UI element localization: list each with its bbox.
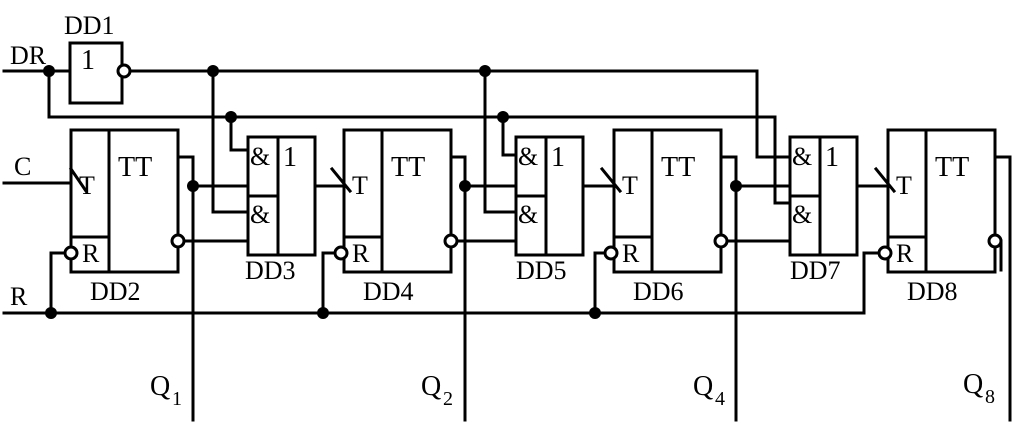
dd2-type: TT — [118, 152, 152, 183]
svg-text:Q: Q — [693, 371, 713, 402]
junction-dot — [497, 111, 509, 123]
svg-text:1: 1 — [172, 388, 182, 410]
bus-to-dd5-and1 — [501, 115, 518, 157]
dr-input-label: DR — [10, 41, 47, 70]
junction-dot — [479, 65, 491, 77]
dd4-r: R — [352, 239, 370, 268]
dd4-label: DD4 — [363, 277, 414, 306]
junction-dot — [187, 180, 199, 192]
q2-line — [449, 155, 467, 422]
dd8-clock-edge — [873, 166, 897, 194]
dd7-or: 1 — [825, 142, 839, 173]
dd4-clock-edge — [329, 166, 353, 194]
dd1-output-bus — [129, 69, 792, 159]
flipflop-dd8: T R TT DD8 — [873, 128, 1003, 306]
output-q2-label: Q 2 — [421, 371, 453, 410]
bus-to-dd5-and2 — [483, 69, 518, 214]
r-input-label: R — [10, 282, 28, 311]
dd1-symbol: 1 — [81, 45, 95, 76]
dd6-type: TT — [661, 152, 695, 183]
dd8-t: T — [896, 171, 912, 200]
dd4-nq-bubble — [443, 233, 459, 249]
gate-dd3: & & 1 DD3 — [245, 135, 317, 285]
dd2-t: T — [79, 171, 95, 200]
dd2-r: R — [82, 239, 100, 268]
dd1-label: DD1 — [64, 11, 115, 40]
dd6-reset-bubble — [603, 245, 619, 261]
svg-text:4: 4 — [715, 388, 725, 410]
dd5-and1: & — [518, 142, 538, 171]
dd8-reset-bubble — [877, 245, 893, 261]
wires — [2, 69, 1012, 422]
dd5-and2: & — [518, 200, 538, 229]
dd8-nq-bubble — [987, 233, 1003, 249]
dd6-label: DD6 — [633, 277, 684, 306]
flipflop-dd4: T R TT DD4 — [329, 128, 459, 306]
dd3-label: DD3 — [245, 256, 296, 285]
dd3-and2: & — [250, 200, 270, 229]
dd2-clock-edge — [68, 166, 89, 194]
dd6-nq-bubble — [713, 233, 729, 249]
dr-bus — [47, 69, 792, 205]
gate-dd7: & & 1 DD7 — [788, 135, 859, 285]
flipflop-dd6: T R TT DD6 — [599, 128, 729, 306]
dd4-type: TT — [391, 152, 425, 183]
q1-line — [176, 155, 195, 422]
dd8-type: TT — [935, 152, 969, 183]
junctions — [43, 65, 742, 319]
output-q8-label: Q 8 — [963, 369, 995, 408]
dd6-clock-edge — [599, 166, 623, 194]
gate-dd5: & & 1 DD5 — [514, 135, 585, 285]
dd2-reset-bubble — [63, 245, 79, 261]
dd7-label: DD7 — [790, 256, 841, 285]
dd8-label: DD8 — [907, 277, 958, 306]
dd3-or: 1 — [283, 142, 297, 173]
svg-text:Q: Q — [150, 371, 170, 402]
reset-dd6 — [593, 251, 607, 315]
dd4-t: T — [352, 171, 368, 200]
junction-dot — [45, 307, 57, 319]
q4-line — [719, 155, 738, 422]
reset-dd2 — [49, 251, 65, 315]
gate-dd1: 1 DD1 — [64, 11, 132, 105]
dd6-r: R — [622, 239, 640, 268]
dd5-label: DD5 — [516, 256, 567, 285]
dd7-and2: & — [792, 200, 812, 229]
q8-line — [993, 155, 1012, 422]
junction-dot — [459, 180, 471, 192]
junction-dot — [207, 65, 219, 77]
dd7-and1: & — [792, 142, 812, 171]
junction-dot — [589, 307, 601, 319]
c-input-label: C — [14, 152, 31, 181]
junction-dot — [730, 180, 742, 192]
output-q4-label: Q 4 — [693, 371, 725, 410]
junction-dot — [317, 307, 329, 319]
dd2-nq-bubble — [170, 233, 186, 249]
reset-dd4 — [321, 251, 337, 315]
flipflop-dd2: T R TT DD2 — [63, 128, 186, 306]
svg-text:Q: Q — [421, 371, 441, 402]
dd1-inversion-bubble — [116, 63, 132, 79]
dd2-label: DD2 — [90, 277, 141, 306]
reset-dd8 — [862, 251, 881, 315]
dd6-t: T — [622, 171, 638, 200]
svg-text:2: 2 — [443, 388, 453, 410]
output-q1-label: Q 1 — [150, 371, 182, 410]
dd4-reset-bubble — [333, 245, 349, 261]
dd5-or: 1 — [551, 142, 565, 173]
dd8-r: R — [896, 239, 914, 268]
dd3-and1: & — [250, 142, 270, 171]
bus-to-dd3-and2 — [211, 69, 250, 214]
bus-to-dd3-and1 — [229, 115, 250, 152]
junction-dot — [225, 111, 237, 123]
svg-text:8: 8 — [985, 386, 995, 408]
junction-dot — [43, 65, 55, 77]
svg-text:Q: Q — [963, 369, 983, 400]
